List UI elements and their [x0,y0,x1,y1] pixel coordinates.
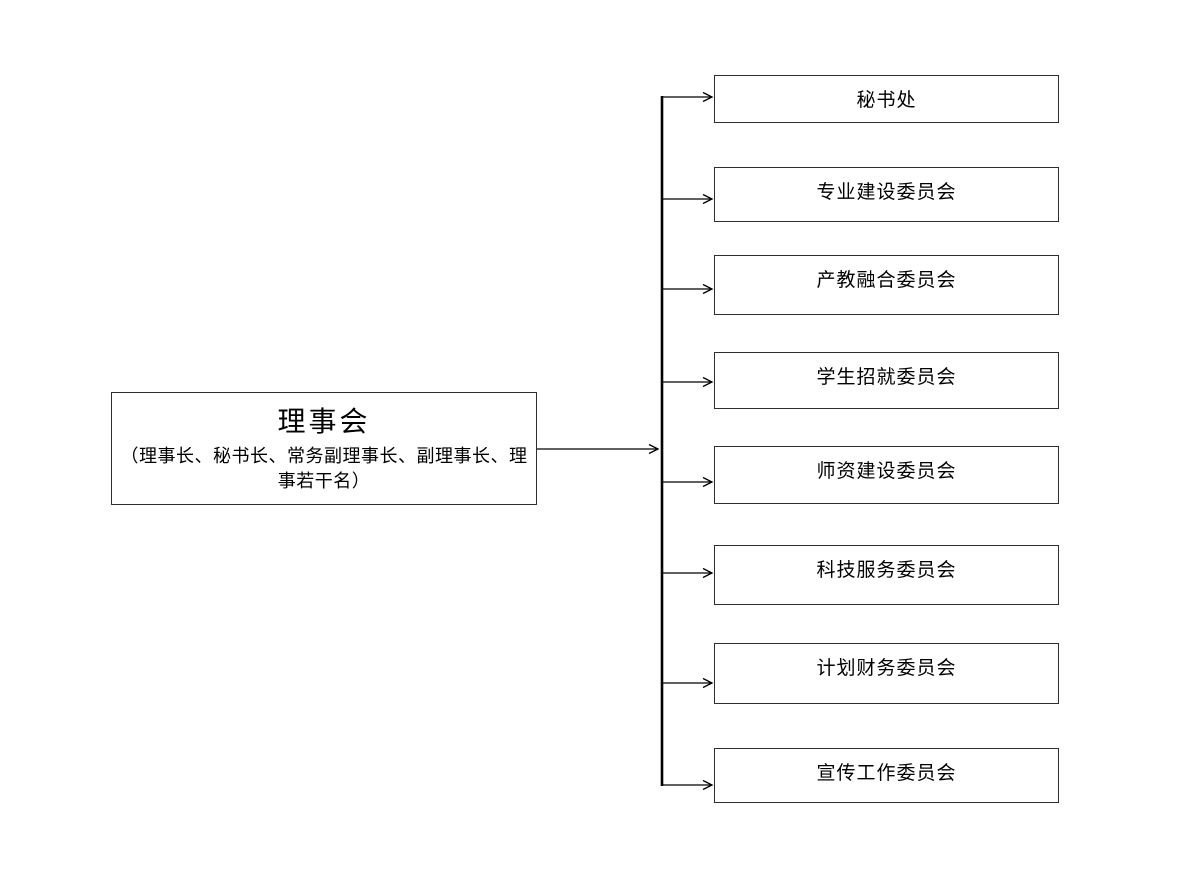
committee-label: 秘书处 [856,90,917,111]
committee-label: 师资建设委员会 [816,461,957,482]
committee-label: 计划财务委员会 [816,658,957,679]
committee-label: 宣传工作委员会 [816,763,957,784]
committee-box-student-enrollment: 学生招就委员会 [714,352,1059,409]
committee-box-tech-service: 科技服务委员会 [714,545,1059,605]
committee-box-secretariat: 秘书处 [714,75,1059,123]
root-title: 理事会 [277,406,371,437]
root-box: 理事会 （理事长、秘书长、常务副理事长、副理事长、理事若干名） [111,392,537,505]
committee-box-publicity: 宣传工作委员会 [714,748,1059,803]
root-subtitle: （理事长、秘书长、常务副理事长、副理事长、理事若干名） [120,446,528,491]
committee-box-planning-finance: 计划财务委员会 [714,643,1059,704]
committee-label: 专业建设委员会 [816,182,957,203]
committee-box-teacher-development: 师资建设委员会 [714,446,1059,504]
committee-label: 科技服务委员会 [816,560,957,581]
committee-box-major-construction: 专业建设委员会 [714,167,1059,222]
committee-box-industry-education: 产教融合委员会 [714,255,1059,315]
committee-label: 学生招就委员会 [816,367,957,388]
committee-label: 产教融合委员会 [816,270,957,291]
